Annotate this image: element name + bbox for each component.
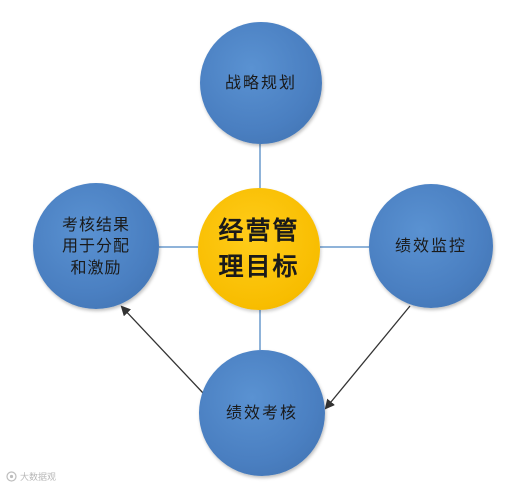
- node-strategy: 战略规划: [200, 22, 322, 144]
- node-allocate-label: 考核结果 用于分配 和激励: [61, 214, 130, 277]
- node-monitor-label: 绩效监控: [394, 236, 467, 256]
- arrow-monitor-to-appraisal: [324, 305, 411, 410]
- watermark-logo-icon: [6, 471, 17, 482]
- node-monitor: 绩效监控: [369, 184, 493, 308]
- arrow-appraisal-to-allocate: [120, 305, 204, 394]
- node-center: 经营管 理目标: [198, 188, 320, 310]
- node-center-label: 经营管 理目标: [218, 215, 300, 281]
- watermark: 大数据观: [6, 470, 56, 483]
- watermark-text: 大数据观: [20, 473, 57, 483]
- node-appraisal-label: 绩效考核: [225, 403, 298, 423]
- node-strategy-label: 战略规划: [224, 73, 297, 93]
- node-allocate: 考核结果 用于分配 和激励: [33, 183, 159, 309]
- node-appraisal: 绩效考核: [199, 350, 325, 476]
